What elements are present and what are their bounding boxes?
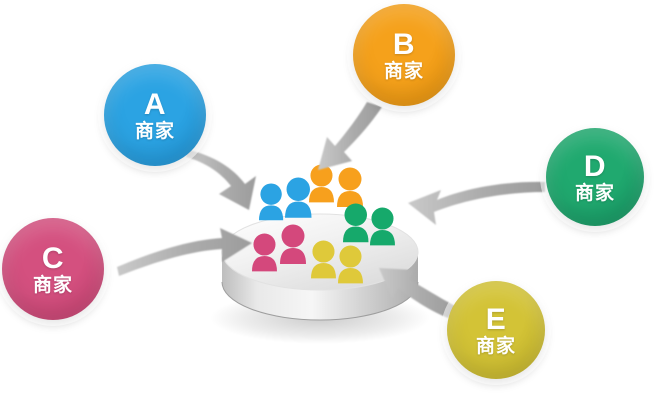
person-icon xyxy=(337,167,363,207)
merchant-node-a-letter: A xyxy=(143,87,167,121)
arrow-from-a-to-platform xyxy=(186,150,256,210)
merchant-node-d[interactable]: D 商家 xyxy=(546,128,644,226)
merchant-node-c-label: 商家 xyxy=(32,274,73,296)
merchant-node-e-letter: E xyxy=(485,302,507,336)
merchant-node-e-label: 商家 xyxy=(475,335,516,357)
person-icon xyxy=(280,224,306,264)
arrow-from-d-to-platform xyxy=(408,181,545,225)
merchant-node-a-label: 商家 xyxy=(134,120,175,142)
person-icon xyxy=(309,164,334,203)
person-icon xyxy=(285,177,312,218)
merchant-node-b-label: 商家 xyxy=(383,60,424,82)
merchant-node-d-letter: D xyxy=(583,149,607,183)
people-group-blue xyxy=(259,177,312,221)
person-icon xyxy=(252,233,277,272)
arrow-from-e-to-platform xyxy=(379,268,455,318)
merchant-node-b[interactable]: B 商家 xyxy=(353,4,455,106)
person-icon xyxy=(343,203,369,243)
people-group-yellow xyxy=(311,240,363,284)
merchant-node-c[interactable]: C 商家 xyxy=(2,218,104,320)
person-icon xyxy=(311,240,336,279)
person-icon xyxy=(370,207,395,246)
merchant-node-b-letter: B xyxy=(392,27,416,61)
merchant-node-d-label: 商家 xyxy=(574,182,615,204)
people-group-orange xyxy=(309,164,363,207)
platform-bottom-rim xyxy=(221,281,419,321)
platform-side-wall xyxy=(222,252,418,320)
people-group-green xyxy=(343,203,395,246)
arrow-from-c-to-platform xyxy=(117,228,252,276)
merchant-node-e[interactable]: E 商家 xyxy=(447,281,545,379)
arrow-from-b-to-platform xyxy=(318,102,382,170)
merchant-node-a[interactable]: A 商家 xyxy=(104,64,206,166)
person-icon xyxy=(338,245,363,284)
people-group-pink xyxy=(252,224,306,272)
person-icon xyxy=(259,183,284,221)
merchant-node-c-letter: C xyxy=(41,241,65,275)
